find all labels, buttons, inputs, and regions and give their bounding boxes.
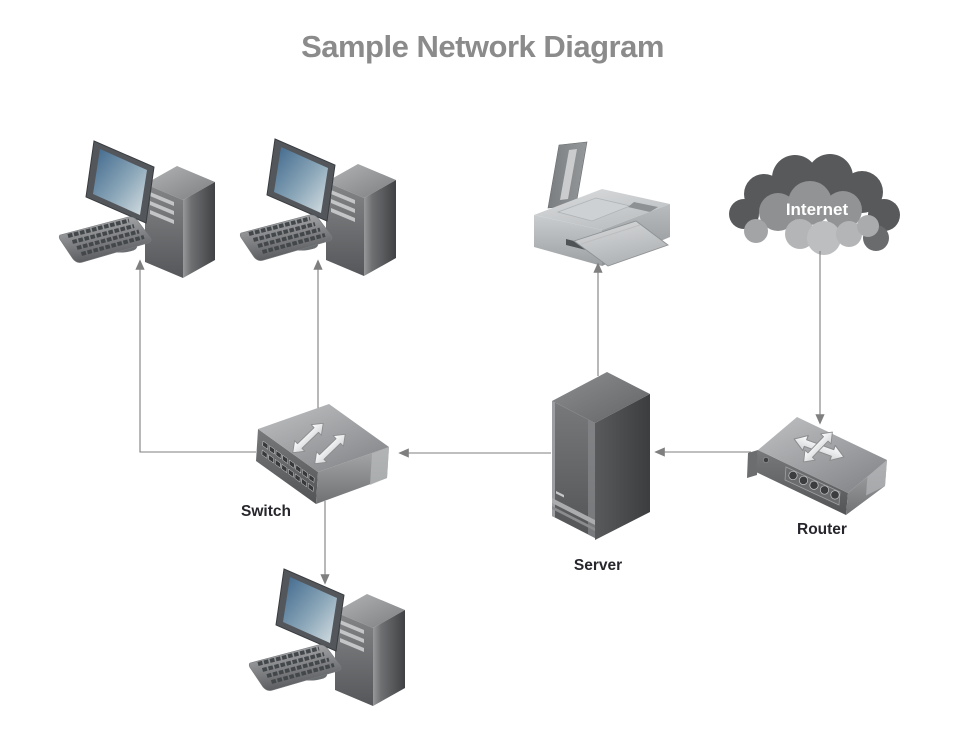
printer-feed-slot	[560, 149, 577, 200]
router-top	[758, 417, 887, 493]
server-label: Server	[574, 557, 622, 574]
node-switch[interactable]: Switch	[241, 404, 389, 520]
port	[274, 459, 281, 469]
cloud-blob	[744, 219, 768, 243]
switch-label: Switch	[241, 503, 291, 520]
node-server[interactable]: Server	[552, 372, 650, 574]
printer-tray-edge	[580, 224, 641, 245]
port	[282, 454, 289, 465]
switch-ports	[261, 440, 315, 493]
port	[788, 470, 798, 481]
port	[809, 480, 819, 490]
port	[261, 449, 268, 459]
server-logo	[556, 491, 564, 498]
printer-control-strip	[628, 202, 658, 212]
port	[830, 490, 840, 500]
cloud-blob	[836, 221, 862, 247]
node-workstation-1[interactable]	[57, 139, 218, 280]
workstation-icon	[238, 137, 398, 278]
node-workstation-2[interactable]	[238, 137, 398, 278]
port	[288, 468, 294, 478]
server-stripe	[552, 506, 595, 531]
cloud-blob	[857, 215, 879, 237]
port	[262, 440, 269, 450]
internet-label: Internet	[786, 200, 849, 219]
router-label: Router	[797, 521, 847, 538]
port	[301, 478, 308, 488]
diagram-title: Sample Network Diagram	[301, 29, 664, 64]
router-left-end	[747, 450, 758, 478]
workstation-icon	[247, 567, 407, 708]
router-power-hole	[763, 457, 769, 463]
switch-end	[316, 447, 389, 504]
port	[269, 445, 275, 455]
cloud-blob	[759, 193, 797, 231]
switch-end-highlight	[370, 447, 389, 485]
server-corner-highlight	[588, 419, 595, 538]
port	[819, 485, 830, 495]
port	[288, 459, 295, 469]
node-router[interactable]: Router	[747, 417, 887, 538]
port	[307, 482, 314, 493]
port	[275, 450, 282, 460]
workstation-icon	[57, 139, 218, 280]
cloud-blob	[824, 191, 862, 229]
server-top	[552, 372, 650, 423]
cloud-blob	[788, 181, 832, 225]
node-workstation-3[interactable]	[247, 567, 407, 708]
server-stripe	[552, 498, 595, 525]
router-ports	[788, 470, 840, 500]
node-internet-cloud[interactable]: Internet	[729, 154, 900, 255]
port	[308, 473, 315, 484]
server-side	[595, 394, 650, 540]
edge-switch-to-workstation-1[interactable]	[135, 259, 256, 453]
server-front-edge-highlight	[552, 401, 555, 518]
connectors	[135, 251, 825, 585]
port	[302, 469, 308, 479]
port	[295, 464, 302, 474]
port	[798, 475, 809, 485]
switch-top	[258, 404, 389, 472]
cloud-blob	[807, 221, 841, 255]
node-printer[interactable]	[534, 141, 670, 267]
printer-output-tray	[573, 220, 669, 267]
port	[294, 473, 301, 483]
port	[268, 454, 275, 464]
port	[281, 463, 288, 474]
